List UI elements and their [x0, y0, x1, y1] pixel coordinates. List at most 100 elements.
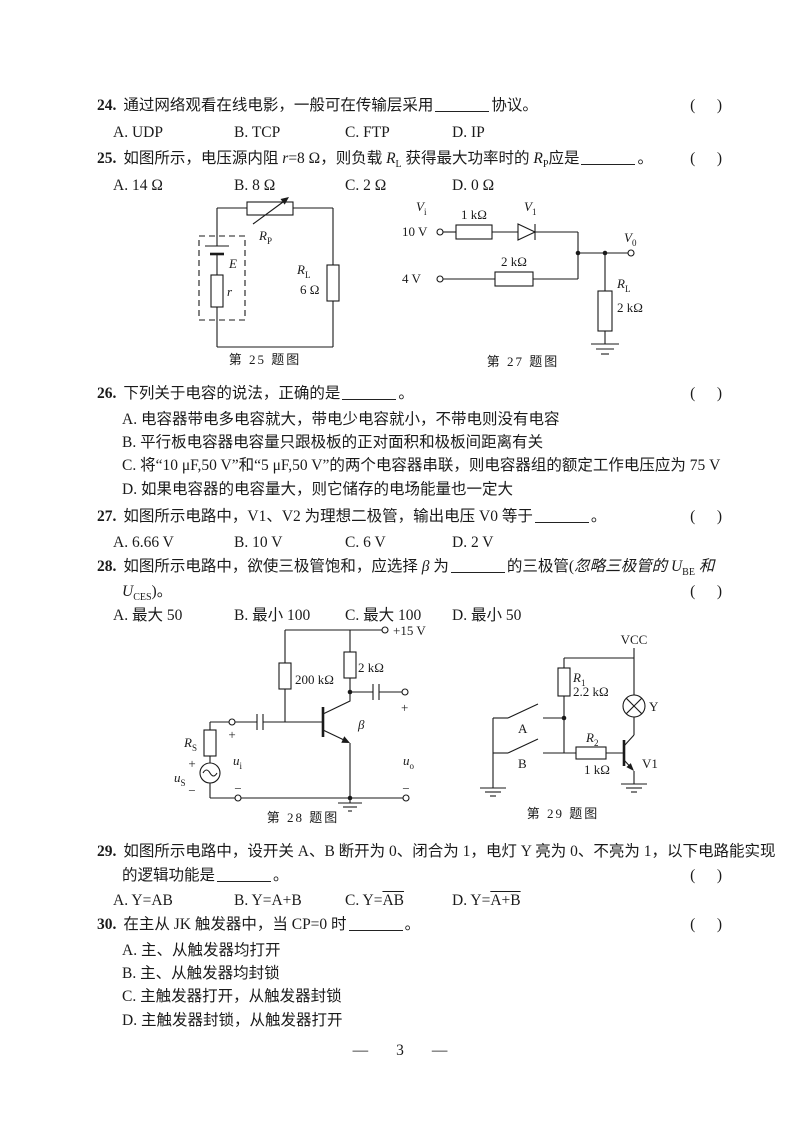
option: D. 0 Ω [452, 175, 494, 196]
svg-text:V0: V0 [624, 230, 637, 248]
svg-text:β: β [357, 717, 365, 732]
option-label: A. [113, 124, 129, 141]
option-label: C. [122, 988, 137, 1005]
question-28-stem: 28.如图所示电路中，欲使三极管饱和，应选择 β 为的三极管(忽略三极管的 UB… [97, 556, 752, 583]
option-text: 如果电容器的电容量大，则它储存的电场能量也一定大 [140, 481, 513, 498]
question-24-options: A. UDP B. TCP C. FTP D. IP [0, 122, 800, 144]
ground-icon [338, 798, 362, 812]
option-label: D. [122, 1012, 138, 1029]
svg-text:E: E [228, 256, 237, 271]
question-24-stem: 24.通过网络观看在线电影，一般可在传输层采用协议。 ( ) [97, 95, 725, 116]
svg-text:−: − [402, 781, 409, 796]
figure-caption: 第 29 题图 [527, 806, 600, 821]
option-text: Y= [362, 892, 383, 909]
svg-text:+: + [188, 756, 195, 771]
option-text: 电容器带电多电容就大，带电少电容就小，不带电则没有电容 [140, 411, 560, 428]
svg-text:2.2 kΩ: 2.2 kΩ [573, 684, 609, 699]
svg-text:Y: Y [649, 699, 659, 714]
question-27-options: A. 6.66 V B. 10 V C. 6 V D. 2 V [0, 532, 800, 554]
option-label: D. [452, 607, 468, 624]
input-terminal [228, 718, 236, 726]
svg-text:V1: V1 [642, 756, 658, 771]
bottom-terminal [234, 794, 242, 802]
ground-icon [591, 343, 619, 355]
question-28-stem-line2: UCES)。 ( ) [122, 581, 725, 608]
answer-blank [581, 151, 636, 165]
figure-caption: 第 25 题图 [229, 352, 302, 367]
figure-27-circuit: Vi 10 V 1 kΩ V1 4 V 2 kΩ V0 RL 2 kΩ 第 [402, 199, 643, 369]
svg-text:ui: ui [233, 753, 243, 771]
option-label: A. [113, 892, 129, 909]
svg-text:r: r [227, 284, 233, 299]
option: B. 10 V [234, 532, 282, 553]
svg-text:1 kΩ: 1 kΩ [461, 207, 487, 222]
stem-text: 如图所示电路中，欲使三极管饱和，应选择 [123, 558, 422, 575]
figure-25-circuit: RP E r RL 6 Ω 第 25 题图 [198, 197, 340, 367]
option-label: D. [452, 177, 468, 194]
option-text: 将“10 μF,50 V”和“5 μF,50 V”的两个电容器串联，则电容器组的… [140, 457, 721, 474]
figure-28-circuit: +15 V 200 kΩ 2 kΩ + β [174, 623, 426, 825]
answer-bracket: ( ) [690, 916, 725, 933]
resistor-R1 [557, 667, 571, 697]
stem-text: 的三极管( [506, 558, 575, 575]
question-number: 28. [97, 558, 117, 575]
symbol-RP: R [533, 150, 543, 167]
stem-text: =8 Ω，则负载 [288, 150, 387, 167]
output-terminal [627, 249, 635, 257]
question-26-stem: 26.下列关于电容的说法，正确的是。 ( ) [97, 383, 725, 404]
answer-bracket: ( ) [690, 150, 725, 167]
option: C. 主触发器打开，从触发器封锁 [122, 986, 342, 1007]
option-label: C. [345, 534, 360, 551]
lamp-Y [622, 694, 646, 718]
svg-text:2 kΩ: 2 kΩ [501, 254, 527, 269]
source-box [198, 235, 246, 321]
stem-text: 为 [429, 558, 449, 575]
svg-text:uo: uo [403, 753, 415, 771]
option: C. Y=AB [345, 890, 404, 911]
svg-text:VCC: VCC [621, 632, 648, 647]
resistor-2k [494, 271, 534, 287]
option-text: Y=A+B [251, 892, 302, 909]
page-footer: —3— [0, 1040, 800, 1061]
stem-text: 下列关于电容的说法，正确的是 [123, 385, 341, 402]
option-text: 2 V [470, 534, 494, 551]
svg-text:−: − [188, 783, 195, 798]
option-label: A. [113, 177, 129, 194]
figure-caption: 第 28 题图 [267, 810, 340, 825]
option-text: 0 Ω [470, 177, 495, 194]
svg-text:uS: uS [174, 770, 186, 788]
svg-text:B: B [518, 756, 527, 771]
option-text: 8 Ω [252, 177, 276, 194]
option-overline-text: AB [382, 892, 405, 909]
svg-text:200 kΩ: 200 kΩ [295, 672, 334, 687]
option: B. 8 Ω [234, 175, 275, 196]
option-label: B. [234, 124, 249, 141]
svg-text:2 kΩ: 2 kΩ [358, 660, 384, 675]
option: B. 主、从触发器均封锁 [122, 963, 280, 984]
option-text: UDP [131, 124, 163, 141]
option-label: C. [122, 457, 137, 474]
question-29-stem-line2: 的逻辑功能是。 ( ) [122, 865, 725, 886]
stem-text: 如图所示电路中，V1、V2 为理想二极管，输出电压 V0 等于 [123, 508, 533, 525]
option-text: 主、从触发器均打开 [140, 942, 281, 959]
svg-text:RP: RP [258, 228, 272, 246]
footer-dash: — [431, 1042, 448, 1059]
option-text: 10 V [252, 534, 283, 551]
option-label: D. [452, 534, 468, 551]
page-number: 3 [396, 1042, 404, 1059]
symbol-UBE-sub: BE [682, 567, 695, 578]
input-terminal [436, 228, 444, 236]
stem-text: 。 [273, 867, 289, 884]
option: C. 6 V [345, 532, 386, 553]
option: D. Y=A+B [452, 890, 521, 911]
option-text: 最大 100 [363, 607, 422, 624]
option: D. 主触发器封锁，从触发器打开 [122, 1010, 342, 1031]
option-label: A. [122, 942, 138, 959]
svg-text:RL: RL [296, 262, 310, 280]
vcc-terminal [381, 626, 389, 634]
option: A. UDP [113, 122, 163, 143]
option-text: 6.66 V [131, 534, 174, 551]
option-label: A. [122, 411, 138, 428]
stem-text: 。 [398, 385, 414, 402]
